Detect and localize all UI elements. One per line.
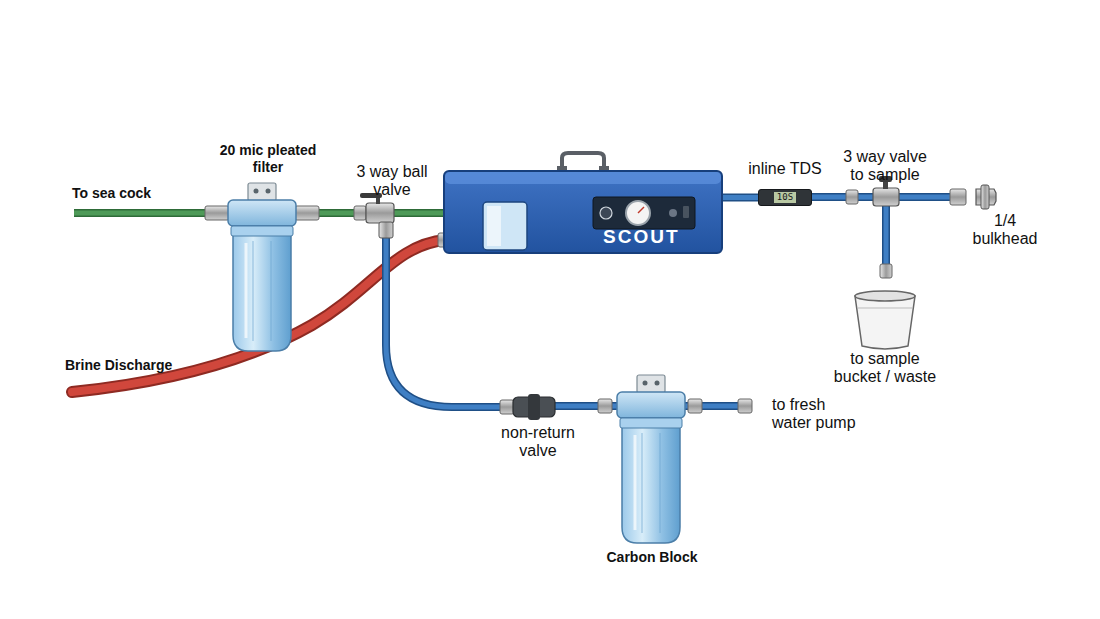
pipe-outline xyxy=(723,194,758,202)
component-label: inline TDS xyxy=(748,160,822,178)
hose-label: Brine Discharge xyxy=(65,357,172,374)
pipe-fill xyxy=(723,195,758,200)
watermaker-unit: SCOUT xyxy=(443,170,723,254)
component-label: non-return valve xyxy=(493,424,583,460)
component-label: 3 way ball valve xyxy=(354,163,430,199)
component-label: Carbon Block xyxy=(602,549,702,566)
lcd-reading: 10S xyxy=(774,192,796,203)
pipe-connector xyxy=(723,197,758,198)
component-label: 3 way valve to sample xyxy=(837,148,933,184)
component-label: 1/4 bulkhead xyxy=(964,212,1046,248)
pipe-label: to fresh water pump xyxy=(772,396,862,432)
component-label: to sample bucket / waste xyxy=(826,350,944,386)
component-label: 20 mic pleated filter xyxy=(208,142,328,176)
tds-meter: inline TDS10S xyxy=(758,189,812,206)
pipe-label: To sea cock xyxy=(72,185,151,202)
brand-name: SCOUT xyxy=(603,226,680,248)
